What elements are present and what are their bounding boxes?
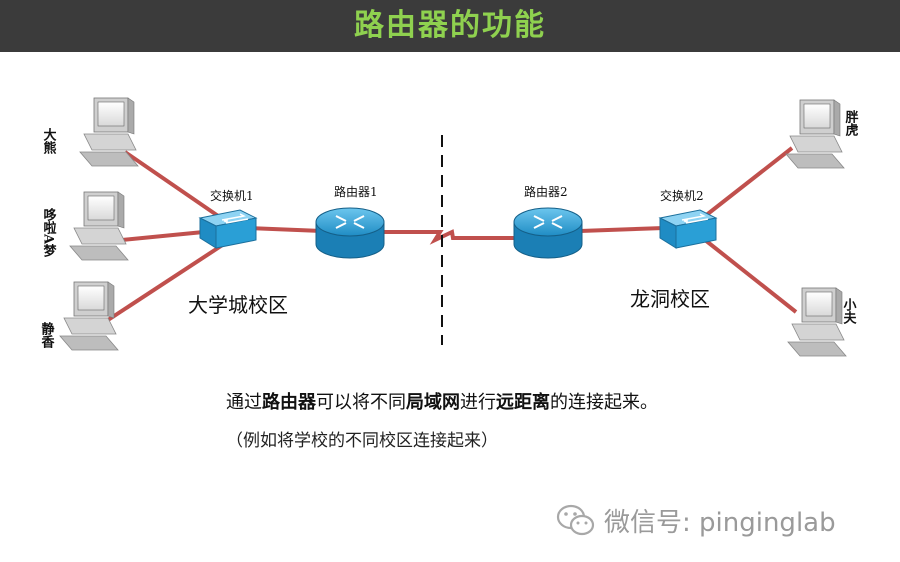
- link-pc-daxiong: [123, 150, 226, 222]
- caption-part: 的连接起来。: [550, 392, 658, 413]
- label-pc-daxiong: 大熊: [41, 127, 57, 155]
- label-campus1: 大学城校区: [188, 293, 288, 317]
- caption-part: 可以将不同: [316, 392, 406, 413]
- link-switch2-pc-panghu: [698, 146, 794, 222]
- caption-bold-router: 路由器: [262, 392, 316, 413]
- router1-icon: [315, 207, 385, 259]
- switch1-icon: [198, 209, 258, 249]
- label-switch1: 交换机1: [210, 188, 254, 203]
- label-switch2: 交换机2: [660, 188, 704, 203]
- watermark: 微信号: pinginglab: [556, 502, 836, 539]
- link-switch1-router1: [247, 226, 323, 233]
- link-router2-switch2: [579, 226, 665, 233]
- watermark-text: 微信号: pinginglab: [604, 508, 836, 538]
- label-pc-doraemon: 哆啦A梦: [41, 207, 57, 258]
- router2-icon: [513, 207, 583, 259]
- label-router2: 路由器2: [524, 184, 568, 199]
- caption-note: （例如将学校的不同校区连接起来）: [226, 431, 498, 451]
- label-pc-panghu: 胖虎: [843, 109, 860, 137]
- wechat-icon: [556, 504, 595, 535]
- link-pc-jingxiang: [106, 242, 226, 322]
- switch2-icon: [658, 209, 718, 249]
- label-pc-xiaofu: 小夫: [841, 298, 857, 325]
- caption-part: 通过: [226, 392, 262, 413]
- pc-xiaofu-icon: [787, 287, 847, 357]
- link-switch2-pc-xiaofu: [698, 234, 798, 314]
- pc-jingxiang-icon: [59, 281, 119, 351]
- network-links: [106, 146, 798, 322]
- pc-daxiong-icon: [79, 97, 139, 167]
- caption-part: 进行: [460, 392, 496, 413]
- label-campus2: 龙洞校区: [630, 287, 710, 311]
- caption-bold-lan: 局域网: [406, 392, 460, 413]
- pc-doraemon-icon: [69, 191, 129, 261]
- link-wan: [383, 229, 518, 245]
- slide-title: 路由器的功能: [354, 8, 546, 43]
- title-bar: [0, 0, 900, 52]
- label-pc-jingxiang: 静香: [39, 321, 56, 349]
- caption-bold-distance: 远距离: [496, 392, 550, 413]
- pc-panghu-icon: [785, 99, 845, 169]
- caption-main: 通过路由器可以将不同局域网进行远距离的连接起来。: [226, 388, 658, 414]
- label-router1: 路由器1: [334, 184, 378, 199]
